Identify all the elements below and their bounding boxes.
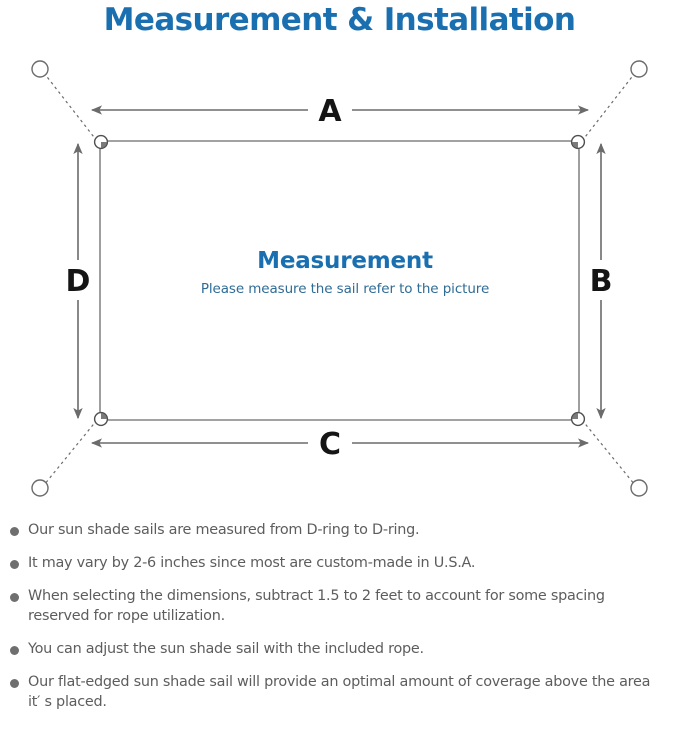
notes-list: Our sun shade sails are measured from D-… <box>0 520 679 725</box>
bullet-icon <box>10 527 19 536</box>
d-ring-fold-bottom-left <box>101 413 107 419</box>
anchor-point-top-left <box>31 60 49 78</box>
rope-top-right <box>581 72 636 142</box>
measurement-diagram: A C D B Measurement Please measure the s… <box>0 48 679 518</box>
dimension-label-b: B <box>590 264 613 299</box>
note-text: Our sun shade sails are measured from D-… <box>28 522 420 538</box>
list-item: When selecting the dimensions, subtract … <box>0 586 679 626</box>
note-text: Our flat-edged sun shade sail will provi… <box>28 674 651 710</box>
anchor-point-bottom-left <box>31 479 49 497</box>
d-ring-folds <box>101 142 578 419</box>
list-item: Our sun shade sails are measured from D-… <box>0 520 679 540</box>
rope-lines <box>43 72 636 486</box>
anchor-point-bottom-right <box>630 479 648 497</box>
sail-label: Measurement <box>257 248 433 274</box>
dimension-label-a: A <box>318 94 342 129</box>
bullet-icon <box>10 646 19 655</box>
rope-bottom-left <box>43 419 98 486</box>
dimension-label-c: C <box>319 427 341 462</box>
bullet-icon <box>10 560 19 569</box>
bullet-icon <box>10 679 19 688</box>
rope-top-left <box>43 72 98 142</box>
note-text: When selecting the dimensions, subtract … <box>28 588 605 624</box>
rope-bottom-right <box>581 419 636 486</box>
sail-sublabel: Please measure the sail refer to the pic… <box>201 281 489 297</box>
bullet-icon <box>10 593 19 602</box>
d-ring-fold-top-right <box>572 142 578 148</box>
note-text: You can adjust the sun shade sail with t… <box>28 641 424 657</box>
sail-shape <box>99 140 580 421</box>
list-item: It may vary by 2-6 inches since most are… <box>0 553 679 573</box>
anchor-point-top-right <box>630 60 648 78</box>
d-ring-fold-top-left <box>101 142 107 148</box>
dimension-label-d: D <box>66 264 91 299</box>
list-item: You can adjust the sun shade sail with t… <box>0 639 679 659</box>
d-ring-fold-bottom-right <box>572 413 578 419</box>
anchor-points <box>31 60 648 497</box>
list-item: Our flat-edged sun shade sail will provi… <box>0 672 679 712</box>
note-text: It may vary by 2-6 inches since most are… <box>28 555 476 571</box>
page-title: Measurement & Installation <box>103 2 576 38</box>
